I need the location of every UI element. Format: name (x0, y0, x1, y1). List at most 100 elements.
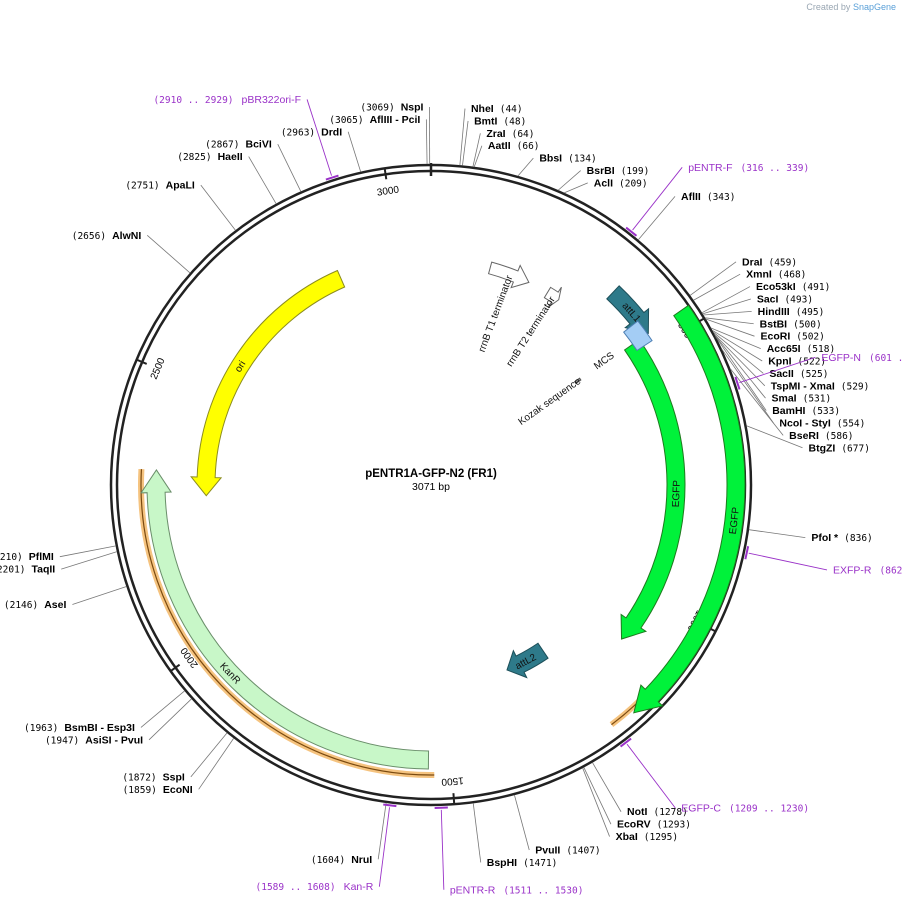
site-name: SmaI (772, 393, 797, 405)
site-label-32[interactable]: (1872)SspI (122, 771, 185, 783)
site-name: DrdI (321, 126, 342, 138)
primer-label-4[interactable]: pENTR-R(1511 .. 1530) (450, 884, 584, 896)
site-position: (531) (803, 394, 832, 405)
site-label-4[interactable]: BbsI(134) (539, 153, 596, 165)
tick-mark (452, 793, 456, 805)
site-label-0[interactable]: NheI(44) (471, 103, 523, 115)
site-label-38[interactable]: (2656) AlwNI (72, 230, 142, 242)
snapgene-credit: Created by SnapGene (806, 2, 896, 12)
site-label-2[interactable]: ZraI(64) (486, 128, 534, 140)
site-label-8[interactable]: DraI(459) (742, 256, 797, 268)
primer-label-0[interactable]: pENTR-F(316 .. 339) (688, 162, 809, 174)
site-label-1[interactable]: BmtI(48) (474, 115, 526, 127)
site-label-31[interactable]: (1859)EcoNI (123, 784, 193, 796)
feature-ori[interactable] (190, 269, 346, 497)
site-label-9[interactable]: XmnI(468) (746, 269, 806, 281)
site-position: (2963) (281, 127, 315, 138)
site-label-3[interactable]: AatII(66) (488, 140, 540, 152)
primer-label-6[interactable]: (2910 .. 2929)pBR322ori-F (153, 94, 301, 106)
primer-bar (734, 376, 741, 390)
feature-kozak[interactable] (573, 377, 582, 385)
site-label-36[interactable]: (2201)TaqII (0, 564, 55, 576)
site-name: SacI (757, 293, 779, 305)
site-label-42[interactable]: (2963) DrdI (281, 126, 342, 138)
site-label-20[interactable]: BamHI(533) (772, 405, 840, 417)
site-label-27[interactable]: XbaI (1295) (616, 831, 679, 843)
site-position: (199) (621, 166, 650, 177)
primer-leader (626, 743, 676, 809)
site-label-24[interactable]: PfoI *(836) (811, 532, 872, 544)
site-name: NruI (351, 854, 372, 866)
site-name: AflII (681, 191, 701, 203)
site-position: (1859) (123, 785, 157, 796)
site-label-19[interactable]: SmaI (531) (772, 393, 832, 405)
site-position: (1295) (644, 832, 678, 843)
site-label-23[interactable]: BtgZI(677) (809, 442, 870, 454)
feature-mcs[interactable] (623, 320, 653, 352)
site-label-25[interactable]: NotI(1278) (627, 806, 688, 818)
site-leader (702, 298, 751, 315)
feature-label-kozak: Kozak sequence (516, 376, 583, 428)
feature-label-mcs: MCS (592, 350, 617, 372)
site-name: BbsI (539, 153, 562, 165)
site-label-39[interactable]: (2751)ApaLI (125, 180, 195, 192)
primer-bar (619, 737, 632, 748)
primer-sites[interactable]: pENTR-F(316 .. 339) EGFP-N(601 .. 622) EXF… (153, 94, 902, 896)
site-position: (2751) (125, 181, 159, 192)
primer-position: (862 .. 881) (880, 565, 902, 576)
feature-label-rrnb1: rrnB T1 terminator (477, 273, 516, 353)
site-label-40[interactable]: (2825)HaeII (177, 151, 243, 163)
site-label-33[interactable]: (1947)AsiSI - PvuI (45, 734, 143, 746)
site-label-22[interactable]: BseRI(586) (789, 430, 853, 442)
site-label-14[interactable]: EcoRI(502) (760, 331, 824, 343)
site-label-30[interactable]: (1604)NruI (311, 854, 372, 866)
site-label-6[interactable]: AclI(209) (594, 177, 648, 189)
site-label-7[interactable]: AflII(343) (681, 191, 735, 203)
site-label-34[interactable]: (1963)BsmBI - Esp3I (24, 722, 135, 734)
site-label-12[interactable]: HindIII(495) (758, 306, 825, 318)
site-label-11[interactable]: SacI(493) (757, 293, 813, 305)
primer-leader (378, 807, 391, 887)
site-label-16[interactable]: KpnI(522) (768, 355, 826, 367)
site-name: AlwNI (112, 230, 141, 242)
feature-rrnb1[interactable] (487, 261, 530, 289)
site-name: EcoRV (617, 819, 651, 831)
site-position: (1872) (122, 772, 156, 783)
site-position: (66) (517, 141, 540, 152)
site-label-37[interactable]: (2210)PflMI (0, 551, 54, 563)
site-label-13[interactable]: BstBI(500) (760, 318, 822, 330)
feature-egfp1[interactable] (633, 304, 746, 714)
restriction-sites[interactable]: NheI(44)BmtI(48)ZraI(64)AatII(66)BbsI(13… (0, 102, 873, 869)
site-leader (248, 156, 277, 205)
feature-attl2[interactable] (506, 642, 549, 679)
site-label-43[interactable]: (3065)AflIII - PciI (329, 114, 420, 126)
primer-label-3[interactable]: EGFP-C(1209 .. 1230) (681, 803, 809, 815)
feature-kanr[interactable] (140, 469, 430, 770)
site-label-41[interactable]: (2867)BciVI (205, 139, 272, 151)
primer-position: (601 .. 622) (869, 353, 902, 364)
site-label-18[interactable]: TspMI - XmaI(529) (771, 380, 870, 392)
site-label-10[interactable]: Eco53kI(491) (756, 281, 830, 293)
site-label-44[interactable]: (3069)NspI (360, 102, 423, 114)
site-name: PfoI * (811, 532, 839, 544)
primer-label-5[interactable]: (1589 .. 1608)Kan-R (256, 881, 374, 893)
site-name: DraI (742, 256, 763, 268)
primer-name: pENTR-R (450, 884, 496, 896)
site-label-26[interactable]: EcoRV(1293) (617, 819, 691, 831)
site-leader (712, 329, 763, 362)
primer-label-1[interactable]: EGFP-N(601 .. 622) (821, 352, 902, 364)
site-name: BamHI (772, 405, 805, 417)
site-label-29[interactable]: BspHI(1471) (487, 857, 558, 869)
site-leader (140, 690, 185, 728)
site-position: (2656) (72, 231, 106, 242)
site-label-5[interactable]: BsrBI(199) (587, 165, 650, 177)
feature-label-rrnb2: rrnB T2 terminator (505, 294, 559, 369)
site-label-21[interactable]: NcoI - StyI(554) (779, 417, 865, 429)
primer-label-2[interactable]: EXFP-R(862 .. 881) (833, 564, 902, 576)
site-name: XbaI (616, 831, 638, 843)
site-label-28[interactable]: PvuII(1407) (535, 845, 600, 857)
feature-rrnb2[interactable] (543, 286, 562, 308)
feature-egfp2[interactable] (620, 338, 686, 640)
site-label-15[interactable]: Acc65I(518) (767, 343, 835, 355)
site-label-35[interactable]: (2146)AseI (4, 599, 67, 611)
